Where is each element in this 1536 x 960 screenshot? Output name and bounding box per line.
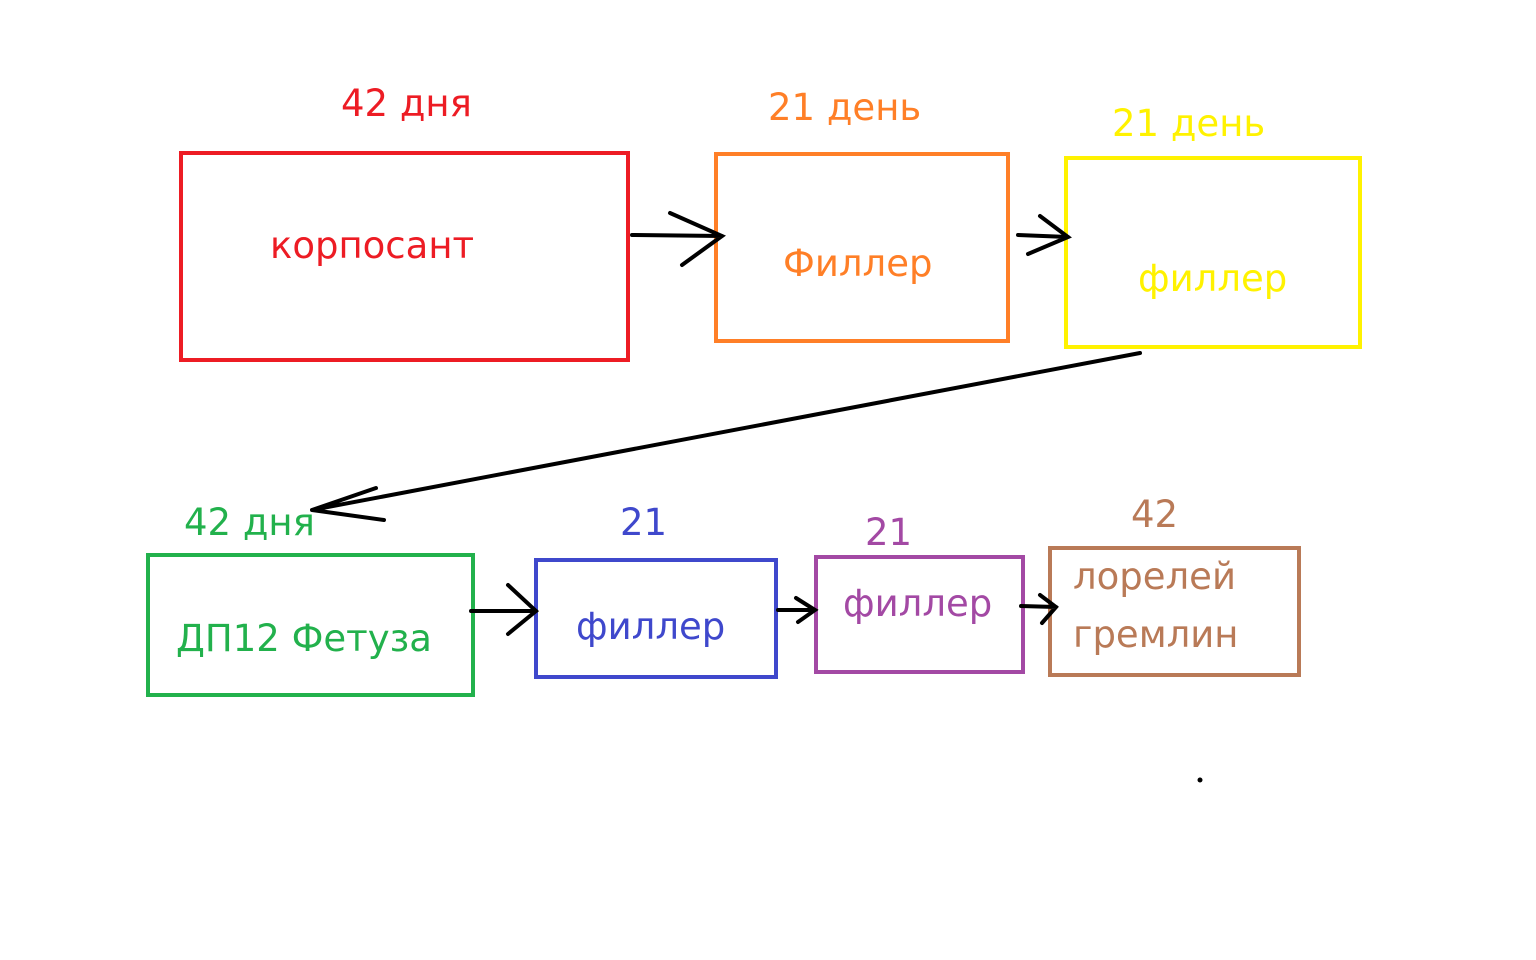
- box-filler-4: [814, 555, 1025, 674]
- box-label-line2: гремлин: [1073, 613, 1239, 656]
- duration-label: 42 дня: [184, 501, 315, 544]
- box-label: корпосант: [270, 224, 474, 267]
- duration-label: 21: [865, 511, 912, 554]
- box-filler-2: [1064, 156, 1362, 349]
- box-label: филлер: [843, 582, 992, 625]
- box-dp12-fetuza: [146, 553, 475, 697]
- box-korposant: [179, 151, 630, 362]
- arrow-2: [1016, 214, 1072, 256]
- arrow-3-long: [310, 351, 1142, 522]
- arrow-6: [1019, 593, 1059, 625]
- box-filler-3: [534, 558, 778, 679]
- duration-label: 21: [620, 501, 667, 544]
- box-label-line1: лорелей: [1073, 555, 1236, 598]
- duration-label: 42: [1131, 493, 1178, 536]
- arrow-5: [776, 596, 819, 624]
- arrow-4: [469, 583, 540, 636]
- arrow-1: [630, 211, 726, 267]
- box-label: ДП12 Фетуза: [176, 617, 432, 660]
- duration-label: 42 дня: [341, 82, 472, 125]
- box-label: филлер: [576, 605, 725, 648]
- box-label: Филлер: [783, 242, 932, 285]
- duration-label: 21 день: [1112, 102, 1265, 145]
- duration-label: 21 день: [768, 86, 921, 129]
- box-filler-1: [714, 152, 1010, 343]
- stray-dot: [1197, 777, 1203, 783]
- box-label: филлер: [1138, 257, 1287, 300]
